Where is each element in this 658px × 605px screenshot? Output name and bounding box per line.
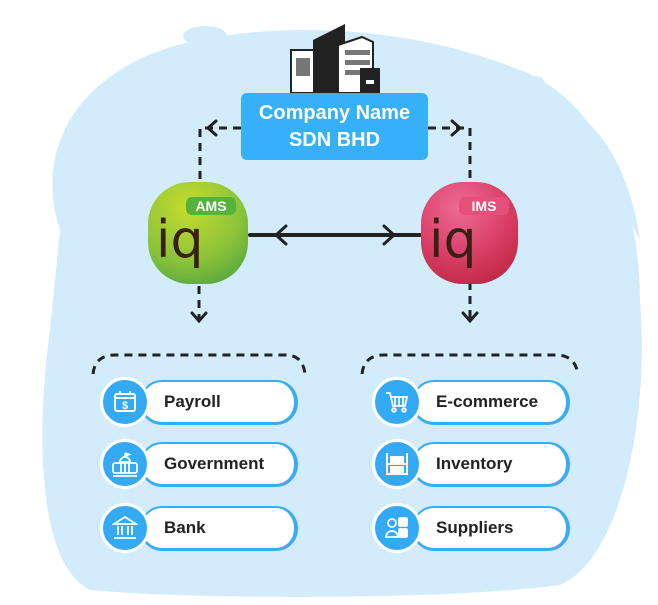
supplier-user-icon (372, 503, 422, 553)
company-name: Company Name (258, 102, 411, 124)
ams-node: AMS iq (148, 182, 248, 284)
ims-badge: IMS (459, 197, 509, 215)
item-label: E-commerce (436, 392, 539, 411)
item-label: Government (164, 454, 265, 473)
calendar-dollar-icon: $ (100, 377, 150, 427)
item-label: Bank (164, 518, 206, 537)
iq-logo-icon: iq (156, 210, 204, 270)
building-icon (290, 24, 380, 94)
company-name-box: Company Name SDN BHD (241, 93, 428, 160)
company-suffix: SDN BHD (288, 129, 381, 151)
bank-icon (100, 503, 150, 553)
svg-text:$: $ (122, 400, 128, 412)
iq-logo-icon: iq (429, 210, 477, 270)
item-label: Suppliers (436, 518, 514, 537)
item-label: Payroll (164, 392, 221, 411)
item-label: Inventory (436, 454, 513, 473)
shelves-icon (372, 439, 422, 489)
government-building-icon (100, 439, 150, 489)
ims-node: IMS iq (421, 182, 518, 284)
shopping-cart-icon (372, 377, 422, 427)
ams-badge: AMS (186, 197, 236, 215)
